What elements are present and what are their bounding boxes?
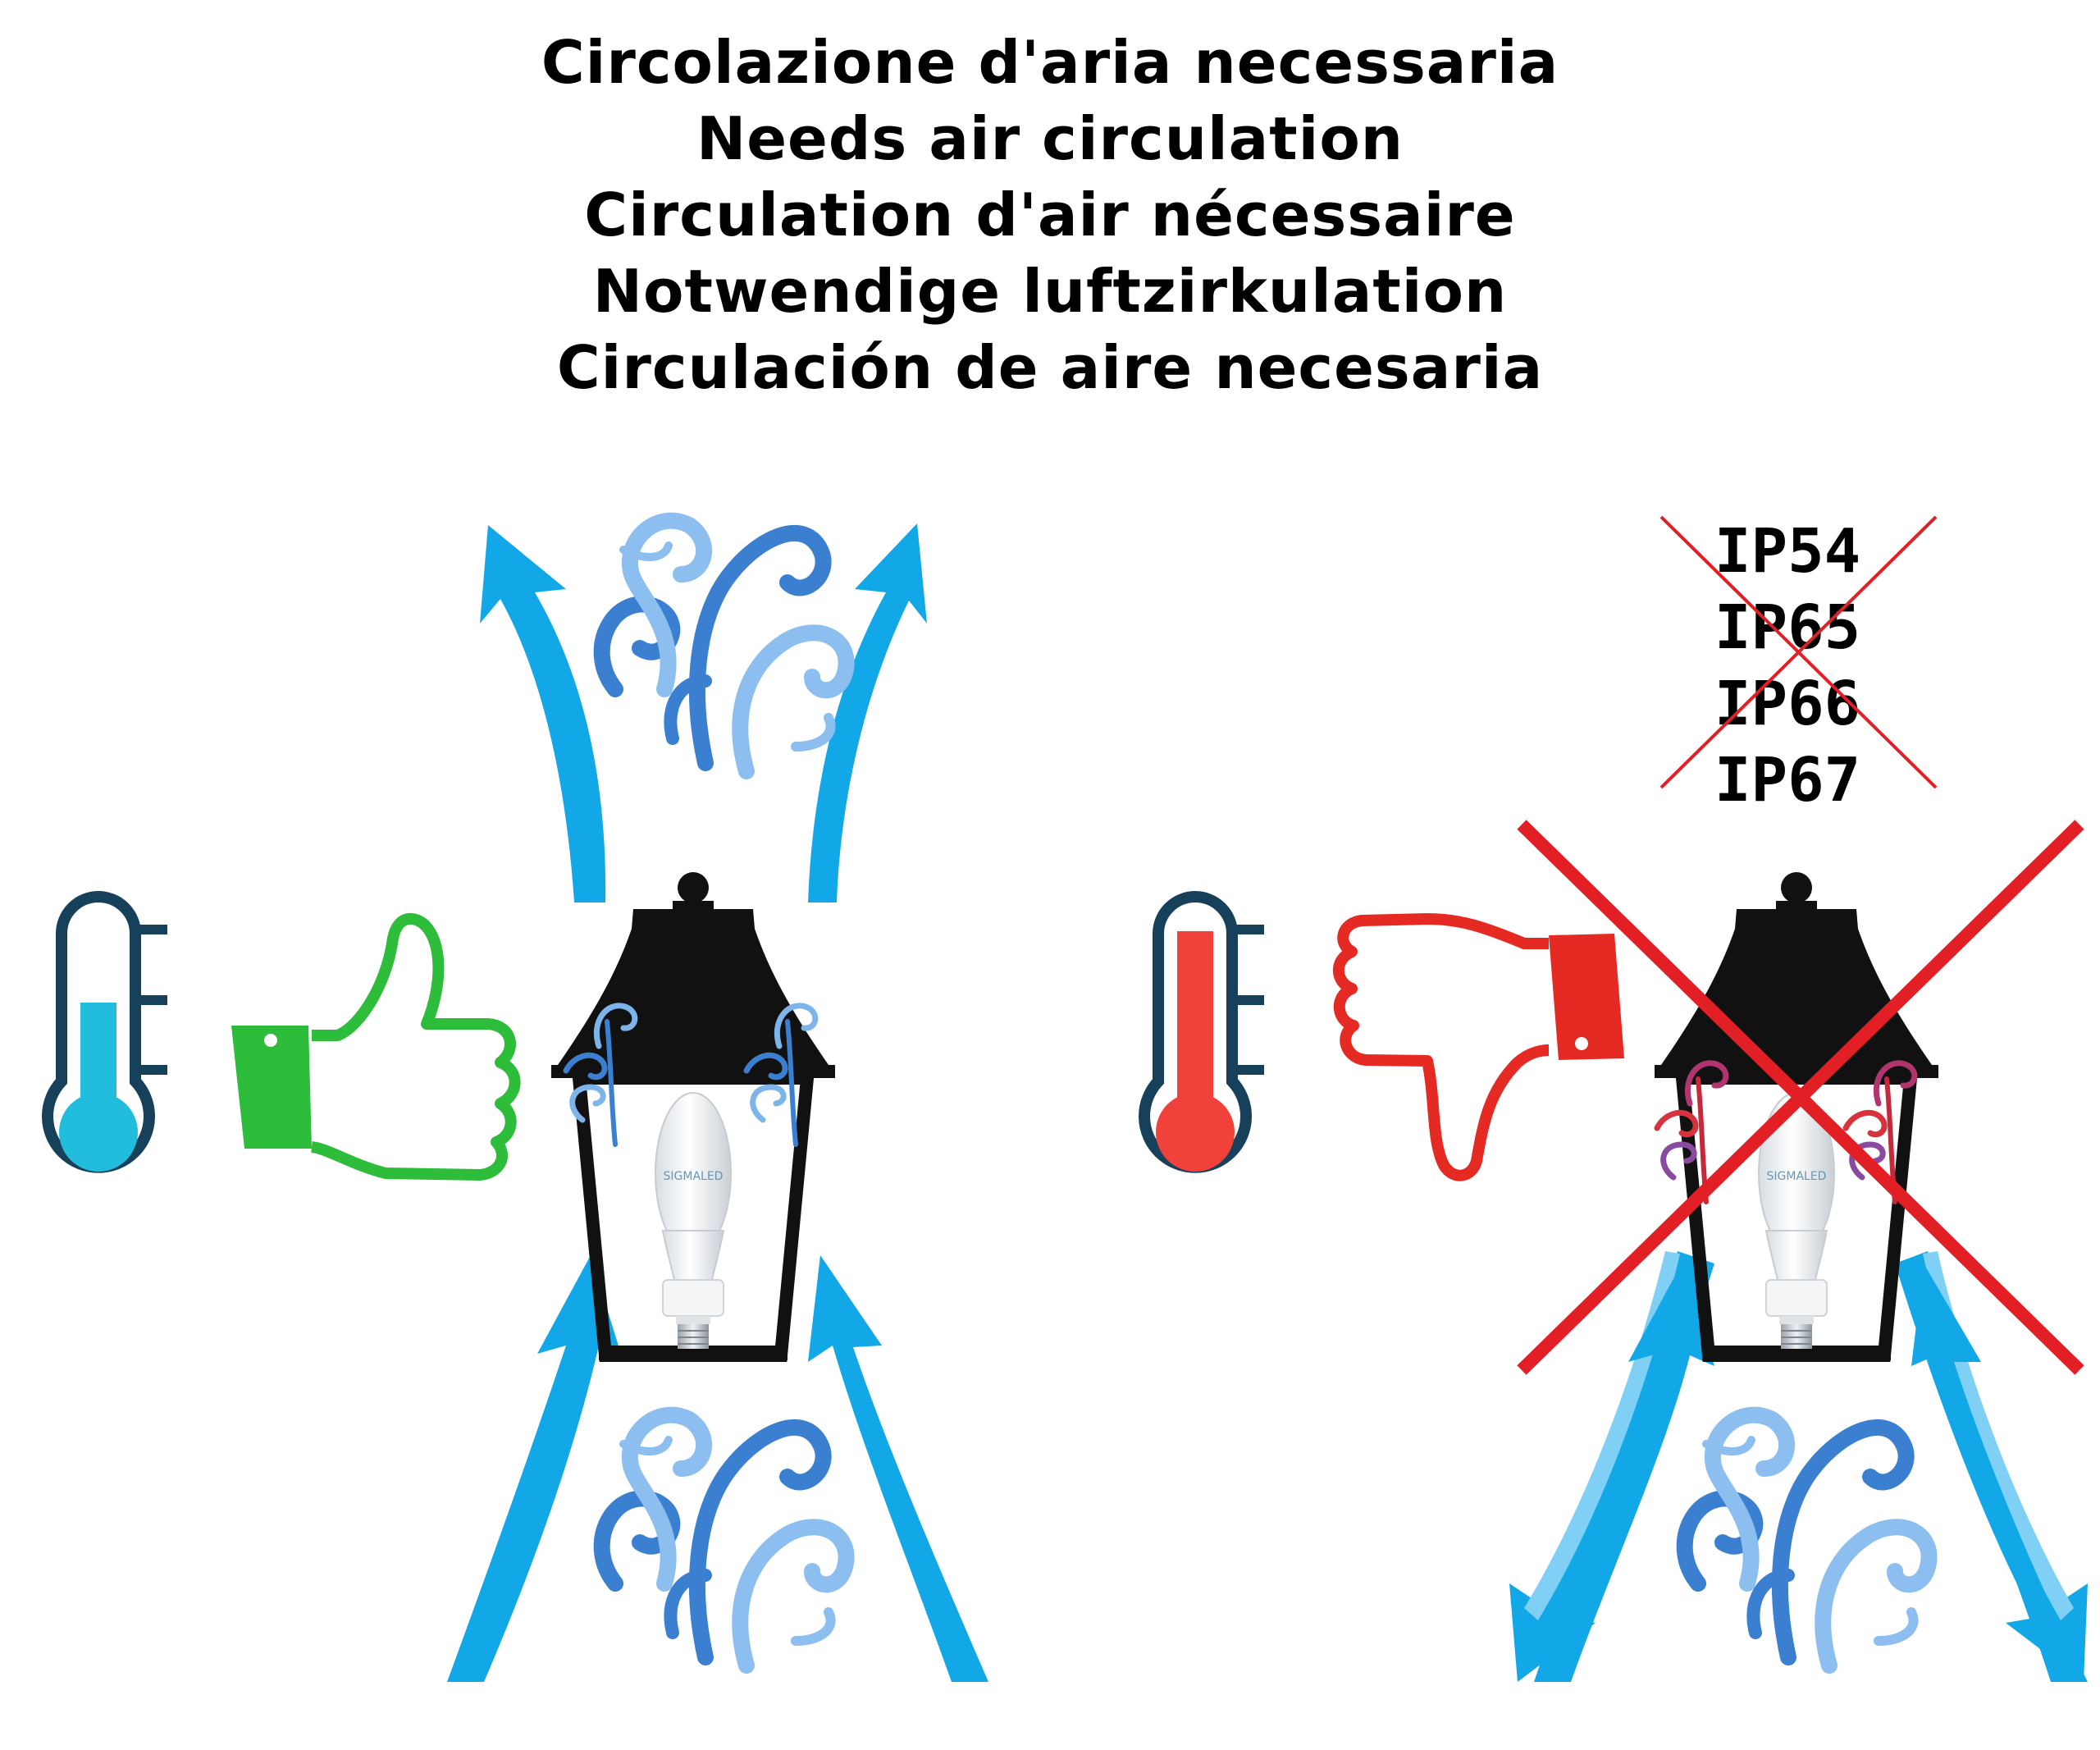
- arrow-up-icon: [808, 1255, 988, 1682]
- ip-rating-ip65: IP65: [1714, 592, 1860, 663]
- thumbs-down-icon: [1332, 913, 1624, 1181]
- cross-icon: [1517, 820, 2084, 1375]
- thermometer-cold-icon: [42, 891, 167, 1173]
- bulb-brand-label: SIGMALED: [1767, 1170, 1827, 1183]
- title-german: Notwendige luftzirkulation: [592, 257, 1508, 326]
- arrow-up-icon: [1534, 1263, 1714, 1682]
- arrow-up-icon: [1911, 1263, 2088, 1682]
- right-scene-bad: SIGMALED IP54 IP65 IP66 IP67: [1139, 515, 2088, 1682]
- bulb-brand-label: SIGMALED: [664, 1170, 724, 1183]
- lantern-icon: [1655, 872, 1938, 1360]
- title-french: Circulation d'air nécessaire: [584, 180, 1516, 249]
- multilingual-title: Circolazione d'aria necessaria Needs air…: [0, 25, 2100, 406]
- thermometer-hot-icon: [1139, 891, 1264, 1173]
- title-english: Needs air circulation: [696, 104, 1404, 173]
- arrow-up-icon: [447, 1255, 623, 1682]
- ip-rating-ip54: IP54: [1714, 516, 1860, 587]
- ip-ratings-list: IP54 IP65 IP66 IP67: [1714, 516, 1860, 816]
- ip-rating-ip67: IP67: [1714, 745, 1860, 816]
- cross-icon: [1659, 515, 1938, 789]
- thumbs-up-icon: [231, 912, 521, 1181]
- wind-icon: [602, 521, 847, 771]
- ip-rating-ip66: IP66: [1714, 669, 1860, 739]
- title-italian: Circolazione d'aria necessaria: [541, 28, 1559, 97]
- left-scene-good: SIGMALED: [42, 521, 988, 1682]
- wind-icon: [1685, 1415, 1929, 1665]
- title-spanish: Circulación de aire necesaria: [556, 333, 1544, 402]
- arrow-up-icon: [808, 523, 927, 902]
- wind-icon: [602, 1415, 847, 1665]
- arrow-up-icon: [480, 525, 606, 902]
